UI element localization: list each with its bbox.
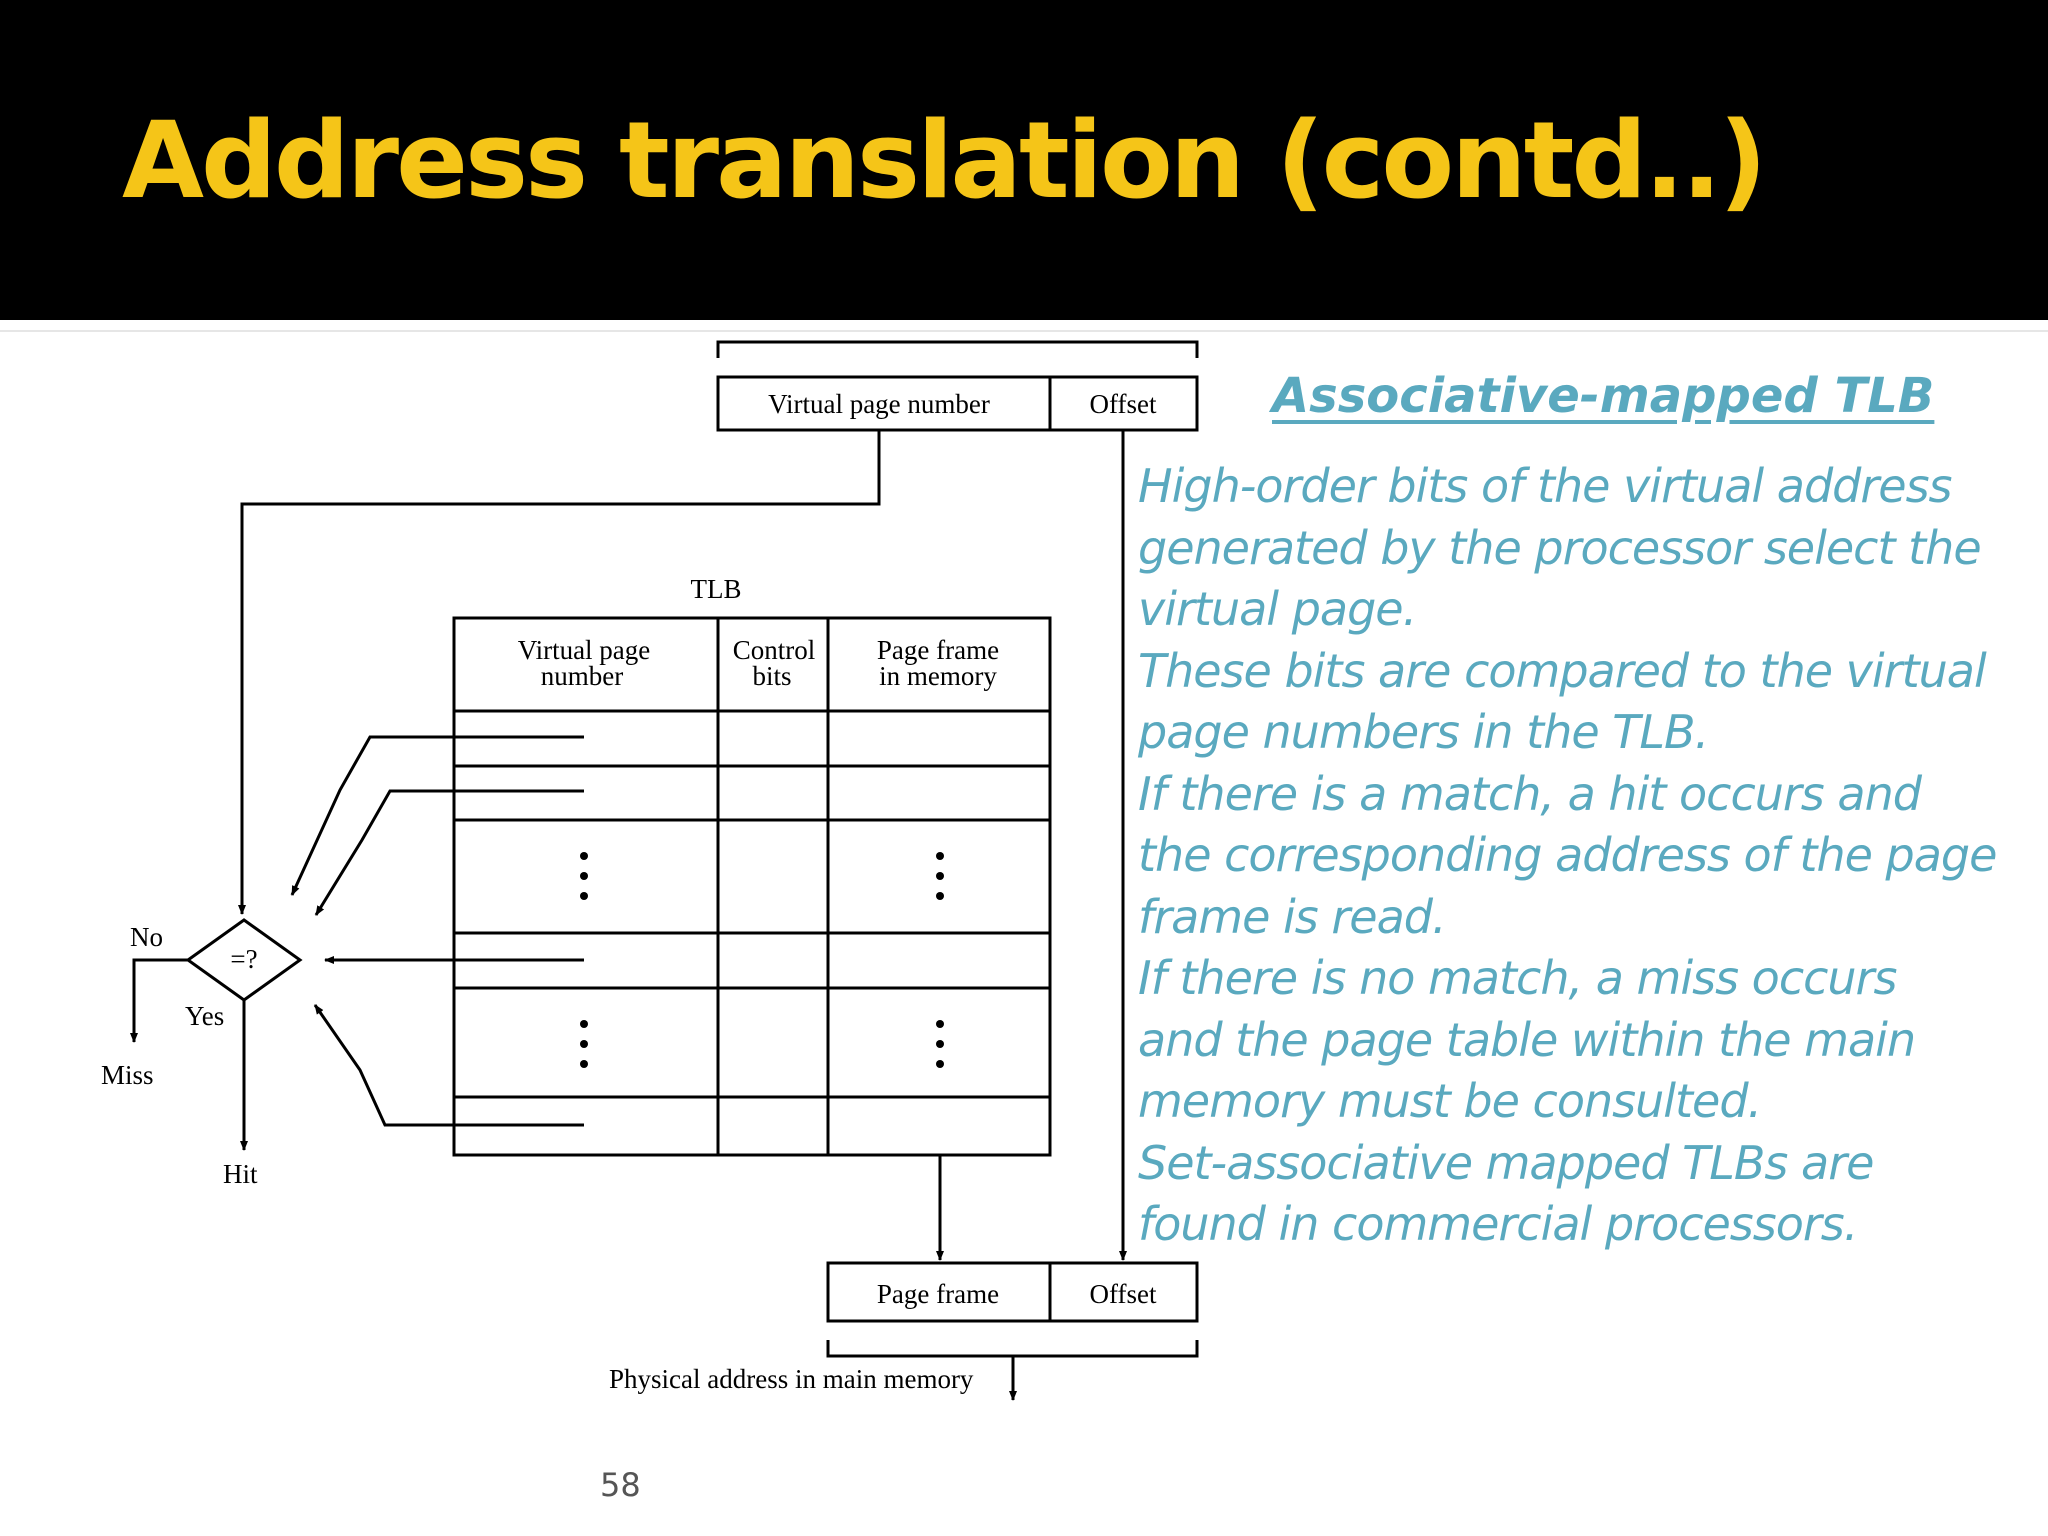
comparator-diamond — [185, 918, 303, 1002]
text-line: the corresponding address of the page — [1138, 828, 1997, 882]
offset-label: Offset — [1090, 389, 1157, 419]
entry-line-2 — [314, 789, 584, 916]
physical-offset-label: Offset — [1090, 1279, 1157, 1309]
physical-address-caption: Physical address in main memory — [609, 1364, 974, 1394]
vpn-to-comparator-line — [238, 430, 881, 915]
tlb-col-frame-1: Page frame — [877, 635, 999, 665]
yes-label: Yes — [185, 1001, 224, 1031]
tlb-col-vpn-2: number — [541, 661, 623, 691]
miss-label: Miss — [101, 1060, 154, 1090]
virtual-address-bracket — [716, 340, 1199, 358]
miss-arrow — [130, 958, 188, 1043]
explanation-text: High-order bits of the virtual address g… — [1138, 456, 2038, 1256]
title-bar — [0, 0, 2048, 320]
tlb-title: TLB — [691, 574, 742, 604]
text-line: page numbers in the TLB. — [1138, 705, 1709, 759]
slide-number: 58 — [600, 1466, 641, 1504]
tlb-col-frame-2: in memory — [879, 661, 997, 691]
physical-address-register — [826, 1261, 1199, 1323]
text-line: frame is read. — [1138, 889, 1447, 944]
text-line: generated by the processor select the — [1138, 520, 1982, 575]
slide-title: Address translation (contd..) — [122, 99, 1767, 222]
text-line: If there is a match, a hit occurs and — [1138, 766, 1922, 821]
vpn-label: Virtual page number — [768, 389, 990, 419]
entry-line-1 — [290, 735, 584, 896]
text-line: and the page table within the main — [1138, 1012, 1916, 1067]
tlb-col-control-1: Control — [733, 635, 816, 665]
tlb-col-vpn-1: Virtual page — [518, 635, 651, 665]
text-line: virtual page. — [1138, 582, 1417, 636]
text-line: If there is no match, a miss occurs — [1138, 951, 1897, 1005]
hit-label: Hit — [223, 1159, 258, 1189]
tlb-col-control-2: bits — [752, 661, 791, 691]
title-divider — [0, 330, 2048, 332]
tlb-table — [452, 616, 1052, 1157]
text-line: Set-associative mapped TLBs are — [1138, 1135, 1874, 1190]
panel-heading: Associative-mapped TLB — [1272, 368, 1935, 424]
text-line: These bits are compared to the virtual — [1138, 643, 1987, 698]
text-line: found in commercial processors. — [1138, 1197, 1858, 1251]
entry-line-4 — [313, 1004, 584, 1127]
virtual-address-register — [716, 375, 1199, 432]
no-label: No — [130, 922, 163, 952]
page-frame-label: Page frame — [877, 1279, 999, 1309]
text-line: High-order bits of the virtual address — [1138, 459, 1953, 513]
text-line: memory must be consulted. — [1138, 1074, 1762, 1128]
physical-address-bracket — [826, 1340, 1199, 1358]
tlb-ellipsis-dots — [580, 852, 944, 1068]
comparator-symbol: =? — [230, 944, 257, 974]
